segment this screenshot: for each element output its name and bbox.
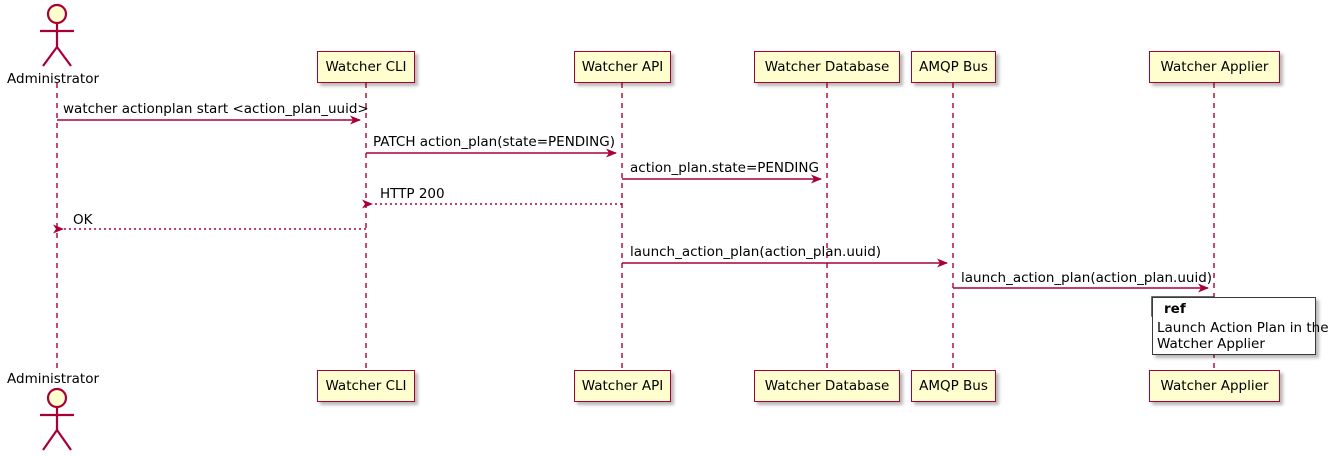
participant-box-watcher-database-bottom[interactable]: Watcher Database <box>754 370 900 402</box>
message-label-3: action_plan.state=PENDING <box>630 160 819 176</box>
message-label-1: watcher actionplan start <action_plan_uu… <box>63 101 369 117</box>
participant-box-watcher-applier-top[interactable]: Watcher Applier <box>1149 51 1280 83</box>
ref-fragment-box <box>1152 297 1316 355</box>
actor-label-administrator-bottom: Administrator <box>7 371 100 387</box>
message-arrows <box>53 115 1209 293</box>
message-label-6: launch_action_plan(action_plan.uuid) <box>630 244 882 260</box>
participant-box-amqp-bus-top[interactable]: AMQP Bus <box>911 51 996 83</box>
participant-box-watcher-api-bottom[interactable]: Watcher API <box>574 370 671 402</box>
ref-fragment-text-line-1: Launch Action Plan in the <box>1157 320 1329 336</box>
participant-box-watcher-api-top[interactable]: Watcher API <box>574 51 671 83</box>
message-label-5: OK <box>73 212 93 228</box>
participant-box-watcher-cli-bottom[interactable]: Watcher CLI <box>317 370 415 402</box>
message-label-4: HTTP 200 <box>380 186 445 202</box>
participant-box-watcher-database-top[interactable]: Watcher Database <box>754 51 900 83</box>
message-label-2: PATCH action_plan(state=PENDING) <box>373 134 615 150</box>
message-label-7: launch_action_plan(action_plan.uuid) <box>961 270 1213 286</box>
participant-box-watcher-applier-bottom[interactable]: Watcher Applier <box>1149 370 1280 402</box>
actor-label-administrator-top: Administrator <box>7 71 100 87</box>
participant-box-amqp-bus-bottom[interactable]: AMQP Bus <box>911 370 996 402</box>
actor-administrator-bottom-figure <box>40 387 74 451</box>
participant-box-watcher-cli-top[interactable]: Watcher CLI <box>317 51 415 83</box>
ref-fragment-label: ref <box>1164 301 1186 317</box>
ref-fragment-text-line-2: Watcher Applier <box>1157 336 1265 352</box>
lifelines <box>56 83 1215 370</box>
actor-administrator-top-figure <box>40 3 74 67</box>
